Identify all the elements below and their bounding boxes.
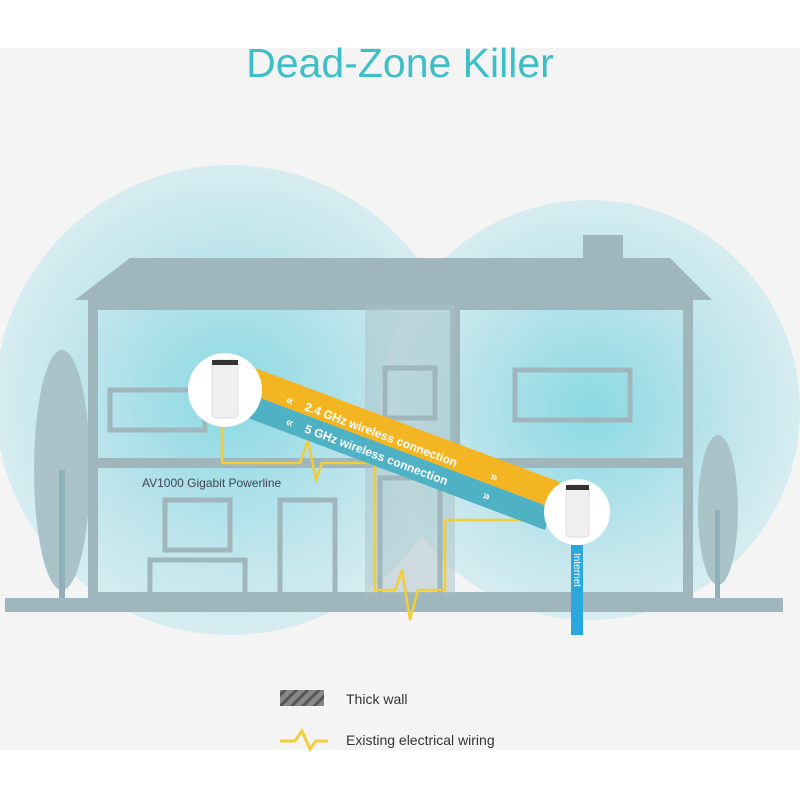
internet-label: Internet <box>571 553 582 587</box>
mesh-unit-right <box>544 479 610 545</box>
page-title: Dead-Zone Killer <box>246 40 554 86</box>
powerline-label: AV1000 Gigabit Powerline <box>142 476 282 490</box>
ground <box>5 598 783 612</box>
band-5ghz <box>240 393 552 530</box>
legend-thick-wall: Thick wall <box>346 691 408 707</box>
legend-electrical-wiring: Existing electrical wiring <box>346 732 495 748</box>
hatched-wall-icon <box>280 690 324 706</box>
mesh-unit-left <box>188 353 262 427</box>
wiring-zigzag-icon <box>280 727 328 752</box>
tree-left <box>34 350 90 600</box>
electrical-wiring <box>220 420 545 621</box>
tree-right <box>698 435 738 600</box>
band-24ghz <box>247 368 560 508</box>
internet-cable <box>571 545 583 635</box>
